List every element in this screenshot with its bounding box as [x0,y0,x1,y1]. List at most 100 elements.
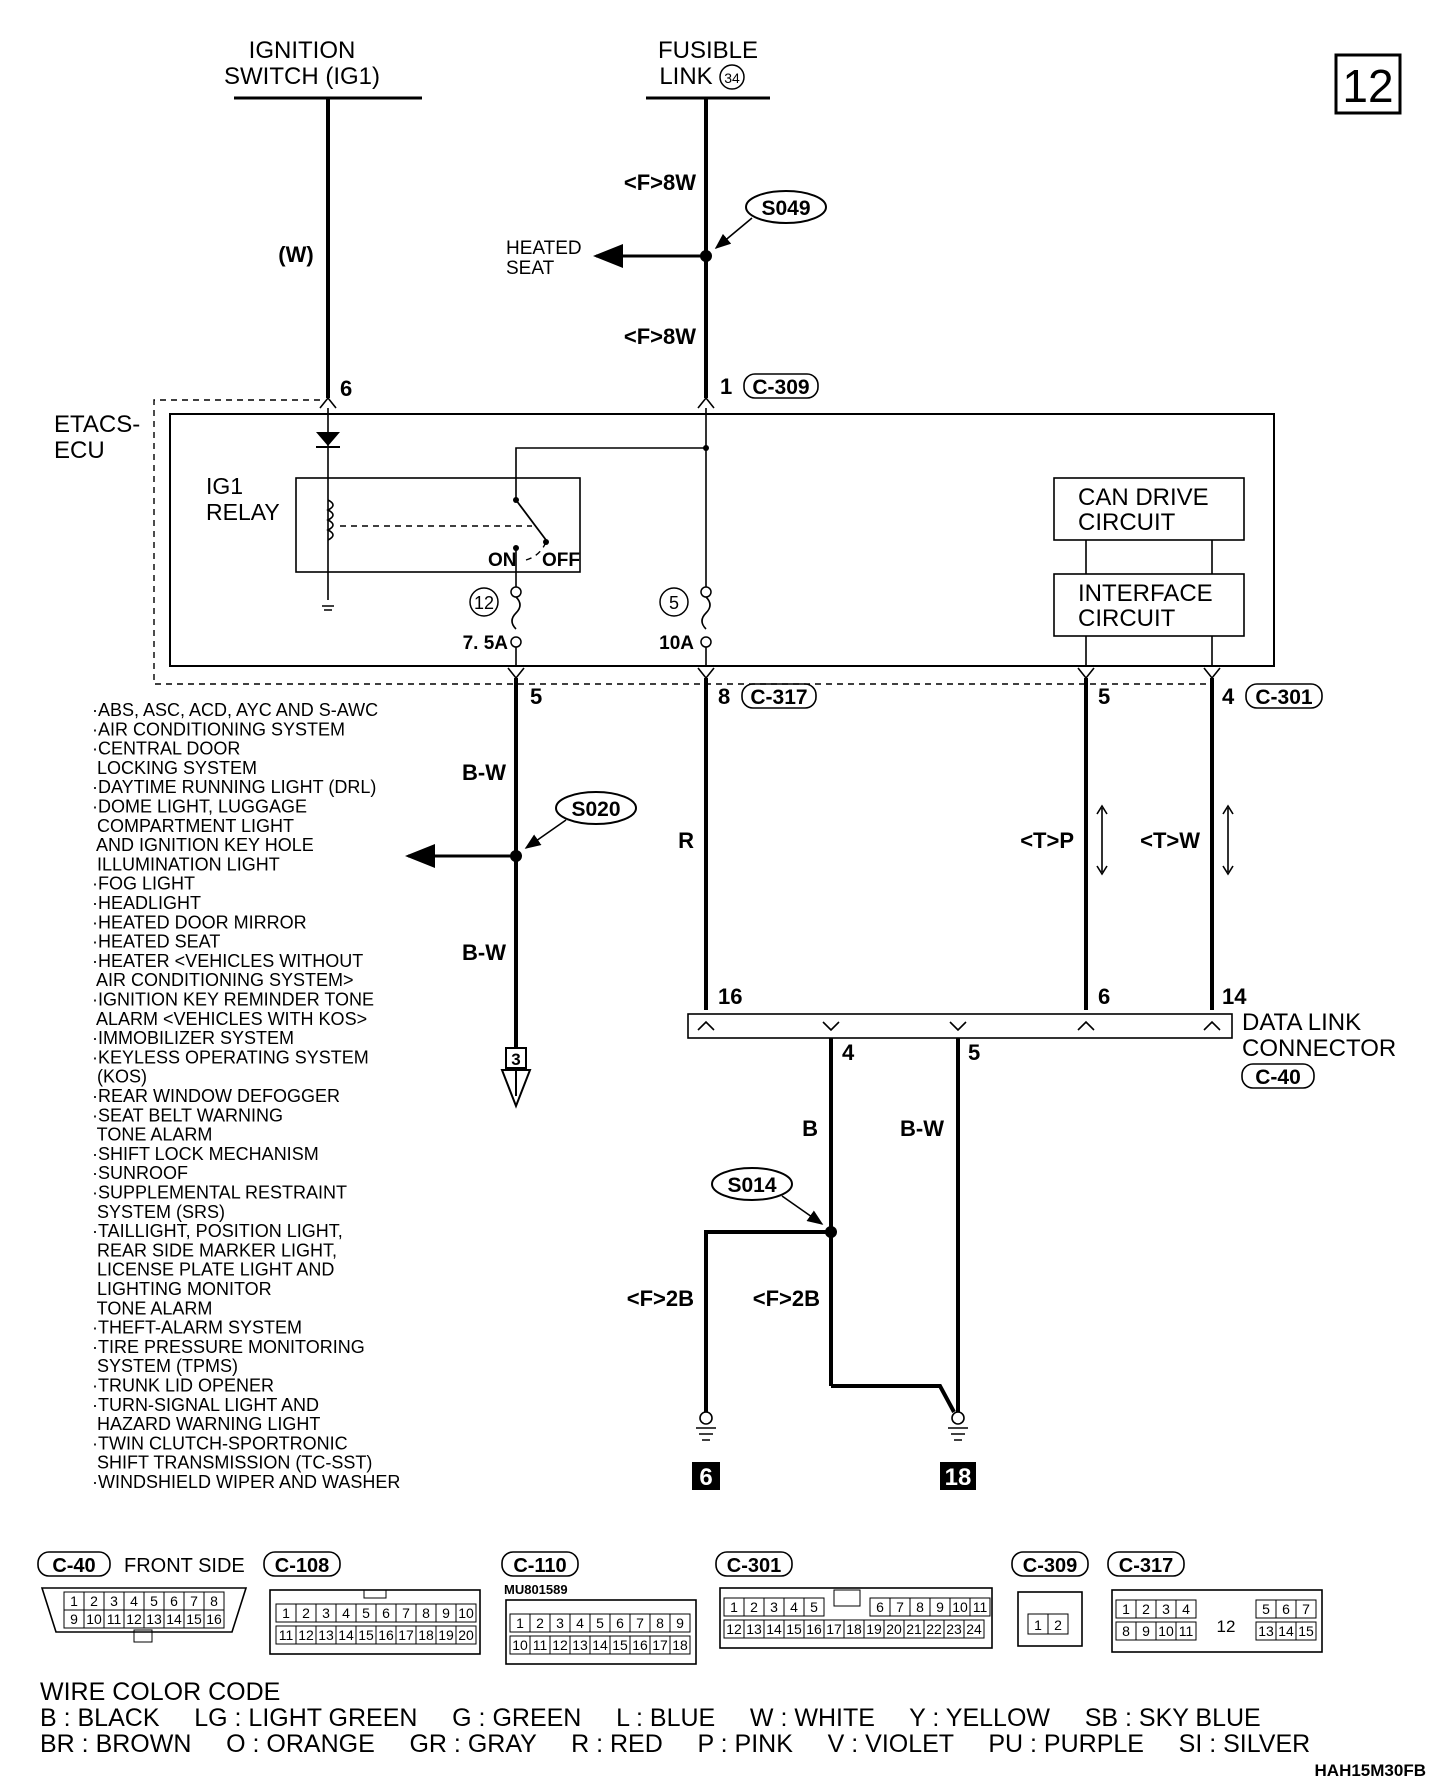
system-list-item: ·ABS, ASC, ACD, AYC AND S-AWC [92,700,378,720]
c110-row2-pin: 10 [512,1637,528,1653]
c40-row2-pin: 16 [206,1611,222,1627]
dlc-label-1: DATA LINK [1242,1009,1361,1036]
c108-row1-pin: 7 [402,1605,410,1621]
c317-row1b-pin: 5 [1262,1601,1270,1617]
c110-row2-pin: 12 [552,1637,568,1653]
c301-row1b-pin: 6 [876,1599,884,1615]
c301-row2-pin: 21 [906,1621,922,1637]
fuse5-rating: 10A [659,633,694,654]
c301-row1b-pin: 8 [916,1599,924,1615]
interface-label-1: INTERFACE [1078,580,1213,607]
c40-row2-cell [203,1609,225,1629]
ground-etacs-internal [322,605,334,611]
system-list-item: ·FOG LIGHT [92,874,195,894]
c317-row2a-pin: 9 [1142,1623,1150,1639]
c108-row1-pin: 10 [458,1605,474,1621]
ground18-box [940,1462,976,1490]
system-list-item: HAZARD WARNING LIGHT [92,1414,320,1434]
system-list-item: ·TRUNK LID OPENER [92,1376,274,1396]
c317-row1a-pin: 1 [1122,1601,1130,1617]
c110-row1-pin: 9 [676,1615,684,1631]
c317-name-box [1107,1551,1185,1577]
figure-code: HAH15M30FB [1315,1761,1426,1780]
c317-row2b-pin: 15 [1298,1623,1314,1639]
c317-row1a-cell [1175,1599,1197,1619]
c301-row2-pin: 15 [786,1621,802,1637]
pin-6b: 6 [1098,984,1110,1009]
c309-name-box [1011,1551,1089,1577]
fuse5-junction [703,445,709,451]
system-list-item: ·DOME LIGHT, LUGGAGE [92,797,307,817]
system-list-item: AIR CONDITIONING SYSTEM> [92,970,354,990]
system-list-item: ·SHIFT LOCK MECHANISM [92,1144,319,1164]
ig1-relay-box [295,477,581,573]
wire-label-bw-lower: B-W [462,940,506,965]
relay-supply [515,447,706,498]
c309-tag-box [743,373,819,399]
c110-row2-cell [669,1635,691,1655]
c309-pins-pin: 2 [1054,1617,1062,1633]
c309-pins-cell [1047,1613,1069,1635]
pin-4: 4 [1222,684,1235,709]
c108-row2-pin: 13 [318,1627,334,1643]
c301-row1a-cell [803,1597,825,1617]
c301-row1a-pin: 1 [730,1599,738,1615]
c301-row2-pin: 22 [926,1621,942,1637]
c108-row1-pin: 9 [442,1605,450,1621]
system-list-item: ·AIR CONDITIONING SYSTEM [92,719,345,739]
pin5b-chevron [1077,667,1095,680]
system-list-item: ·TURN-SIGNAL LIGHT AND [92,1395,319,1415]
system-list-item: ILLUMINATION LIGHT [92,854,280,874]
pin4-chevron [1203,667,1221,680]
splice-s049-label: S049 [761,197,810,220]
system-list-item: ·HEATED DOOR MIRROR [92,912,307,932]
c40-row1-pin: 2 [90,1593,98,1609]
c108-row2-pin: 12 [298,1627,314,1643]
c301-row1b-cell [969,1597,991,1617]
c317-shell [1111,1589,1323,1653]
system-list-item: LOCKING SYSTEM [92,758,257,778]
ground6-number: 6 [699,1464,712,1491]
c108-row2-pin: 19 [438,1627,454,1643]
c110-row1-pin: 3 [556,1615,564,1631]
c110-name: C-110 [513,1555,566,1577]
c317-name: C-317 [1119,1555,1173,1577]
pin-5a: 5 [530,684,542,709]
system-list-item: ALARM <VEHICLES WITH KOS> [92,1009,367,1029]
c110-name-box [501,1551,579,1577]
c108-row2-pin: 16 [378,1627,394,1643]
ig1-diode [316,432,340,446]
system-list-item: ·SUPPLEMENTAL RESTRAINT [92,1183,347,1203]
etacs-ecu-body [169,413,1275,667]
system-list-item: ·WINDSHIELD WIPER AND WASHER [92,1472,400,1492]
c301-row1a-pin: 5 [810,1599,818,1615]
system-list-item: ·HEATED SEAT [92,932,220,952]
c108-row1-pin: 8 [422,1605,430,1621]
fusible-link-label-1: FUSIBLE [658,37,758,64]
c301-row1a-pin: 3 [770,1599,778,1615]
c301-row2-pin: 18 [846,1621,862,1637]
c317-row2b-cell [1295,1621,1317,1641]
fusible-link-number: 34 [724,70,740,86]
c40-row1-pin: 3 [110,1593,118,1609]
c108-latch [363,1589,387,1599]
page-number: 12 [1342,60,1393,112]
c110-row1-pin: 4 [576,1615,584,1631]
system-list-item: SYSTEM (TPMS) [92,1356,238,1376]
pin-1: 1 [720,374,732,399]
c40-name: C-40 [52,1555,95,1577]
wire-s014-to-g6 [704,1230,831,1412]
c108-row2-pin: 20 [458,1627,474,1643]
splice-s014-label: S014 [727,1174,776,1197]
wire-label-tw: <T>W [1140,828,1200,853]
c40-row2-pin: 10 [86,1611,102,1627]
system-list-item: (KOS) [92,1067,147,1087]
c317-row1a-pin: 3 [1162,1601,1170,1617]
tp-arrow-heads [1096,804,1108,876]
fusible-link-label-2: LINK [659,63,712,90]
c317-mid-pin: 12 [1217,1617,1236,1636]
c108-name-box [263,1551,341,1577]
splice-s020-label: S020 [571,798,620,821]
system-list-item: ·HEADLIGHT [92,893,201,913]
c110-row2-pin: 11 [533,1637,548,1653]
